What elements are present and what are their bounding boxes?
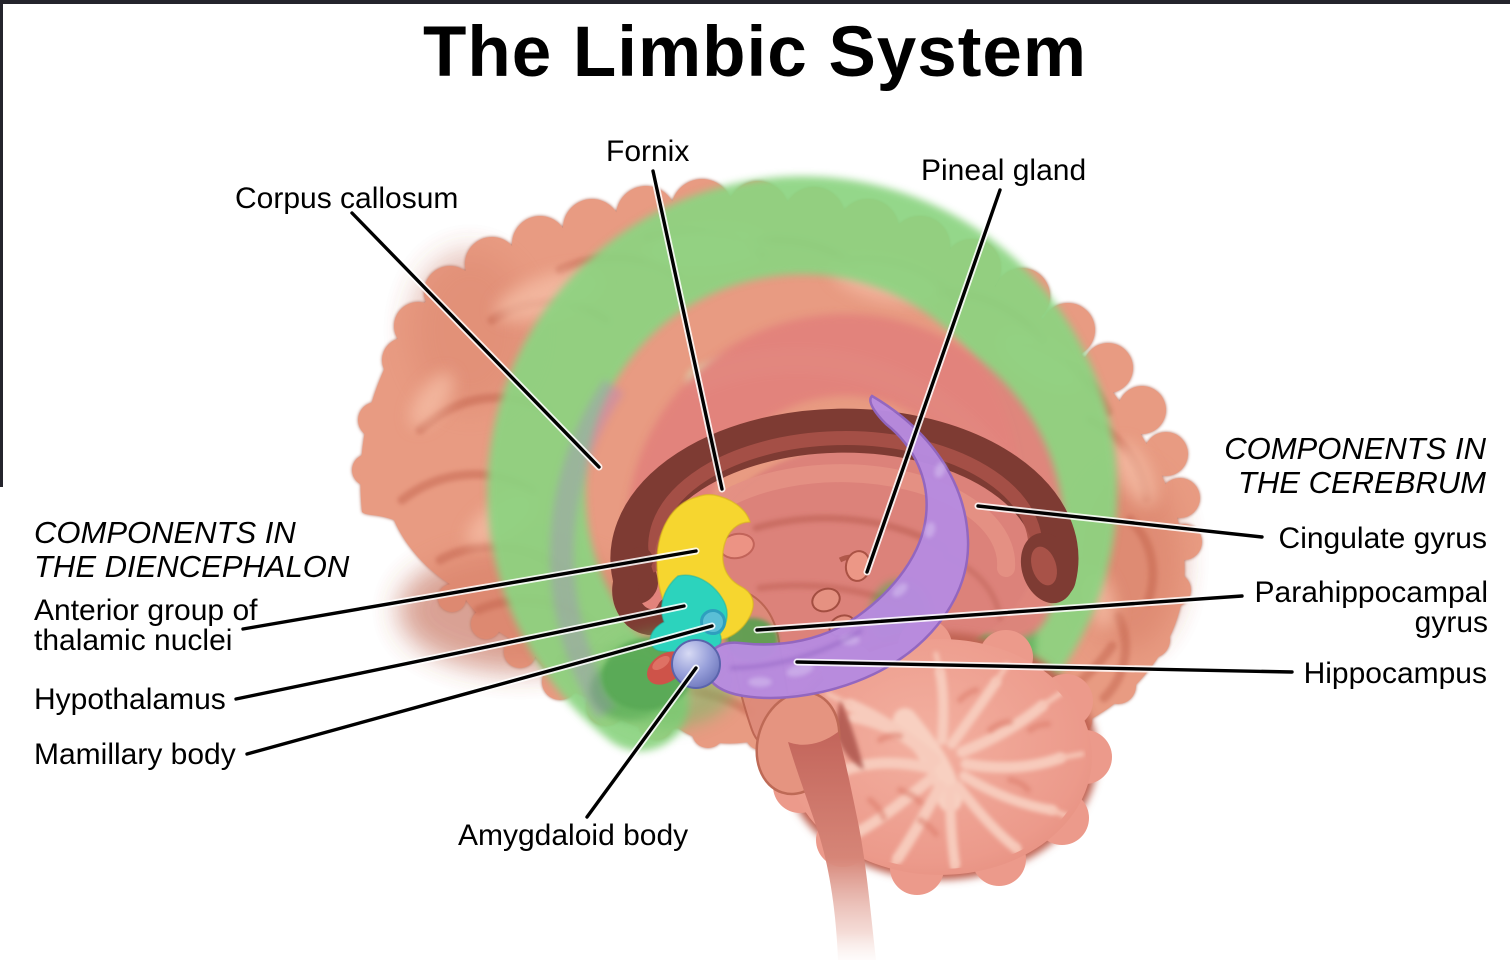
spinal-cord bbox=[788, 732, 876, 960]
label-amygdaloid-body: Amygdaloid body bbox=[458, 819, 689, 852]
cerebellum bbox=[773, 619, 1112, 895]
label-anterior-thalamic: Anterior group of thalamic nuclei bbox=[34, 596, 257, 656]
amygdaloid-body-structure bbox=[671, 639, 721, 689]
leader-line-anterior-thalamic bbox=[239, 547, 700, 633]
label-parahippocampal-gyrus: Parahippocampal gyrus bbox=[1255, 578, 1488, 638]
section-header-line: COMPONENTS IN bbox=[34, 515, 296, 550]
label-line: Anterior group of bbox=[34, 594, 258, 627]
label-fornix: Fornix bbox=[606, 135, 690, 168]
leader-line-hypothalamus bbox=[232, 602, 688, 703]
left-border bbox=[0, 0, 3, 487]
leader-line-corpus-callosum bbox=[348, 209, 603, 471]
leader-line-amygdaloid-body bbox=[583, 664, 700, 821]
section-header-line: THE CEREBRUM bbox=[1237, 465, 1486, 500]
section-header-diencephalon: COMPONENTS IN THE DIENCEPHALON bbox=[34, 516, 349, 584]
leader-lines bbox=[232, 167, 1296, 821]
section-header-line: THE DIENCEPHALON bbox=[34, 549, 350, 584]
label-pineal-gland: Pineal gland bbox=[921, 154, 1087, 187]
leader-line-cingulate-gyrus bbox=[974, 502, 1266, 541]
section-header-cerebrum: COMPONENTS IN THE CEREBRUM bbox=[1224, 432, 1486, 500]
leader-line-fornix bbox=[649, 167, 726, 493]
leader-line-hippocampus bbox=[793, 658, 1296, 676]
fornix-faint-arc bbox=[549, 379, 624, 719]
arbor-vitae bbox=[834, 667, 1066, 869]
label-cingulate-gyrus: Cingulate gyrus bbox=[1278, 522, 1487, 555]
leader-line-pineal-gland bbox=[863, 186, 1004, 576]
label-hippocampus: Hippocampus bbox=[1303, 657, 1487, 690]
label-line: thalamic nuclei bbox=[34, 624, 233, 657]
label-line: Parahippocampal bbox=[1254, 576, 1488, 609]
label-mamillary-body: Mamillary body bbox=[34, 738, 236, 771]
label-hypothalamus: Hypothalamus bbox=[34, 683, 226, 716]
label-corpus-callosum: Corpus callosum bbox=[235, 182, 459, 215]
leader-line-parahippocampal-gyrus bbox=[753, 592, 1246, 634]
diagram-title: The Limbic System bbox=[422, 13, 1088, 92]
label-line: gyrus bbox=[1414, 606, 1488, 639]
leader-line-mamillary-body bbox=[243, 622, 716, 758]
top-border bbox=[0, 0, 1510, 4]
section-header-line: COMPONENTS IN bbox=[1224, 431, 1486, 466]
